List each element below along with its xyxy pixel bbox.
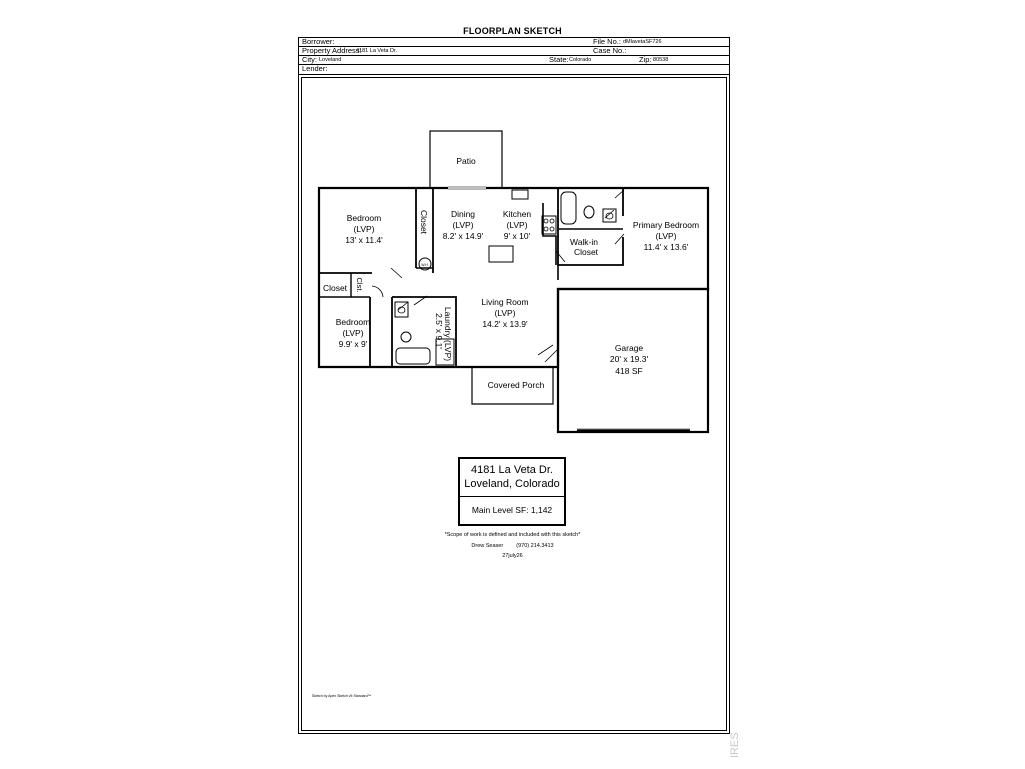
header-row-city: City: Loveland State: Colorado Zip: 8053… — [299, 55, 729, 65]
city-label: City: — [302, 55, 317, 64]
room-label-laundry: Laundry (LVP) — [443, 307, 453, 361]
hall-toilet — [400, 331, 412, 343]
lender-label: Lender: — [302, 64, 328, 73]
state-value: Colorado — [569, 57, 592, 63]
room-dims-garage: 20' x 19.3' — [610, 354, 649, 364]
room-dims-primary-bedroom: 11.4' x 13.6' — [644, 242, 689, 252]
sketch-frame — [298, 74, 730, 734]
primary-bathtub — [560, 191, 577, 225]
room-dims-kitchen: 9' x 10' — [504, 231, 531, 241]
kitchen-range — [541, 215, 557, 235]
room-floor-bedroom-nw: (LVP) — [353, 224, 374, 234]
room-label-closet-nw: Closet — [419, 210, 429, 235]
kitchen-sink — [511, 189, 529, 200]
info-address: 4181 La Veta Dr. Loveland, Colorado — [460, 459, 564, 497]
room-dims-bedroom-sw: 9.9' x 9' — [339, 339, 368, 349]
hall-sink — [394, 301, 409, 318]
room-label-clst: Clst. — [355, 278, 364, 293]
case-no-label: Case No.: — [593, 46, 627, 55]
property-address-label: Property Address: — [302, 46, 362, 55]
borrower-label: Borrower: — [302, 37, 335, 46]
document-title: FLOORPLAN SKETCH — [463, 26, 562, 36]
room-dims-laundry: 2.5' x 9.1' — [434, 313, 444, 349]
header-row-borrower: Borrower: File No.: dMlavetaSF726 — [299, 37, 729, 47]
room-label-closet-sw: Closet — [323, 283, 348, 293]
info-address-line1: 4181 La Veta Dr. — [471, 464, 553, 476]
room-label-covered-porch: Covered Porch — [488, 380, 545, 390]
address-info-box: 4181 La Veta Dr. Loveland, Colorado Main… — [458, 457, 566, 526]
room-floor-dining: (LVP) — [452, 220, 473, 230]
info-main-level-sf: Main Level SF: 1,142 — [471, 505, 553, 515]
laundry-appliance — [435, 338, 455, 366]
contact-name: Drew Seaser — [471, 543, 504, 549]
room-label-primary-bedroom: Primary Bedroom — [633, 220, 699, 230]
property-address-value: 4181 La Veta Dr. — [356, 48, 397, 54]
room-dims-bedroom-nw: 13' x 11.4' — [345, 235, 383, 245]
city-value: Loveland — [319, 57, 342, 63]
header-row-address: Property Address: 4181 La Veta Dr. Case … — [299, 46, 729, 56]
info-address-line2: Loveland, Colorado — [464, 478, 560, 490]
sketch-date: 27july26 — [502, 553, 523, 559]
zip-label: Zip: — [639, 55, 652, 64]
scope-note: *Scope of work is defined and included w… — [444, 532, 581, 538]
room-label-garage: Garage — [615, 343, 644, 353]
contact-phone: (970) 214.3413 — [516, 543, 554, 549]
room-label-walkin-2: Closet — [574, 247, 599, 257]
hall-bathtub — [395, 347, 431, 365]
room-dims-living: 14.2' x 13.9' — [482, 319, 528, 329]
water-heater — [418, 257, 432, 271]
file-no-value: dMlavetaSF726 — [623, 39, 662, 45]
room-label-living: Living Room — [481, 297, 528, 307]
room-label-kitchen: Kitchen — [503, 209, 532, 219]
contact-line: Drew Seaser (970) 214.3413 — [0, 543, 1025, 549]
header-row-lender: Lender: — [299, 64, 729, 73]
room-floor-kitchen: (LVP) — [506, 220, 527, 230]
zip-value: 80538 — [653, 57, 669, 63]
file-no-label: File No.: — [593, 37, 621, 46]
room-label-bedroom-nw: Bedroom — [347, 213, 382, 223]
primary-toilet — [583, 205, 595, 219]
room-floor-bedroom-sw: (LVP) — [342, 328, 363, 338]
water-heater-label: W.H. — [421, 263, 429, 267]
room-label-patio: Patio — [456, 156, 476, 166]
sketch-frame-inner — [301, 77, 727, 731]
room-label-walkin-1: Walk-in — [570, 237, 598, 247]
software-credit: Sketch by Apex Sketch v5 Standard™ — [312, 694, 372, 698]
state-label: State: — [549, 55, 569, 64]
room-sf-garage: 418 SF — [615, 366, 642, 376]
primary-sink — [602, 208, 617, 223]
room-dims-dining: 8.2' x 14.9' — [443, 231, 484, 241]
watermark: IRES — [729, 732, 741, 758]
room-floor-living: (LVP) — [494, 308, 515, 318]
room-label-dining: Dining — [451, 209, 475, 219]
covered-porch-outline — [471, 367, 554, 405]
room-label-bedroom-sw: Bedroom — [336, 317, 371, 327]
room-floor-primary-bedroom: (LVP) — [655, 231, 676, 241]
